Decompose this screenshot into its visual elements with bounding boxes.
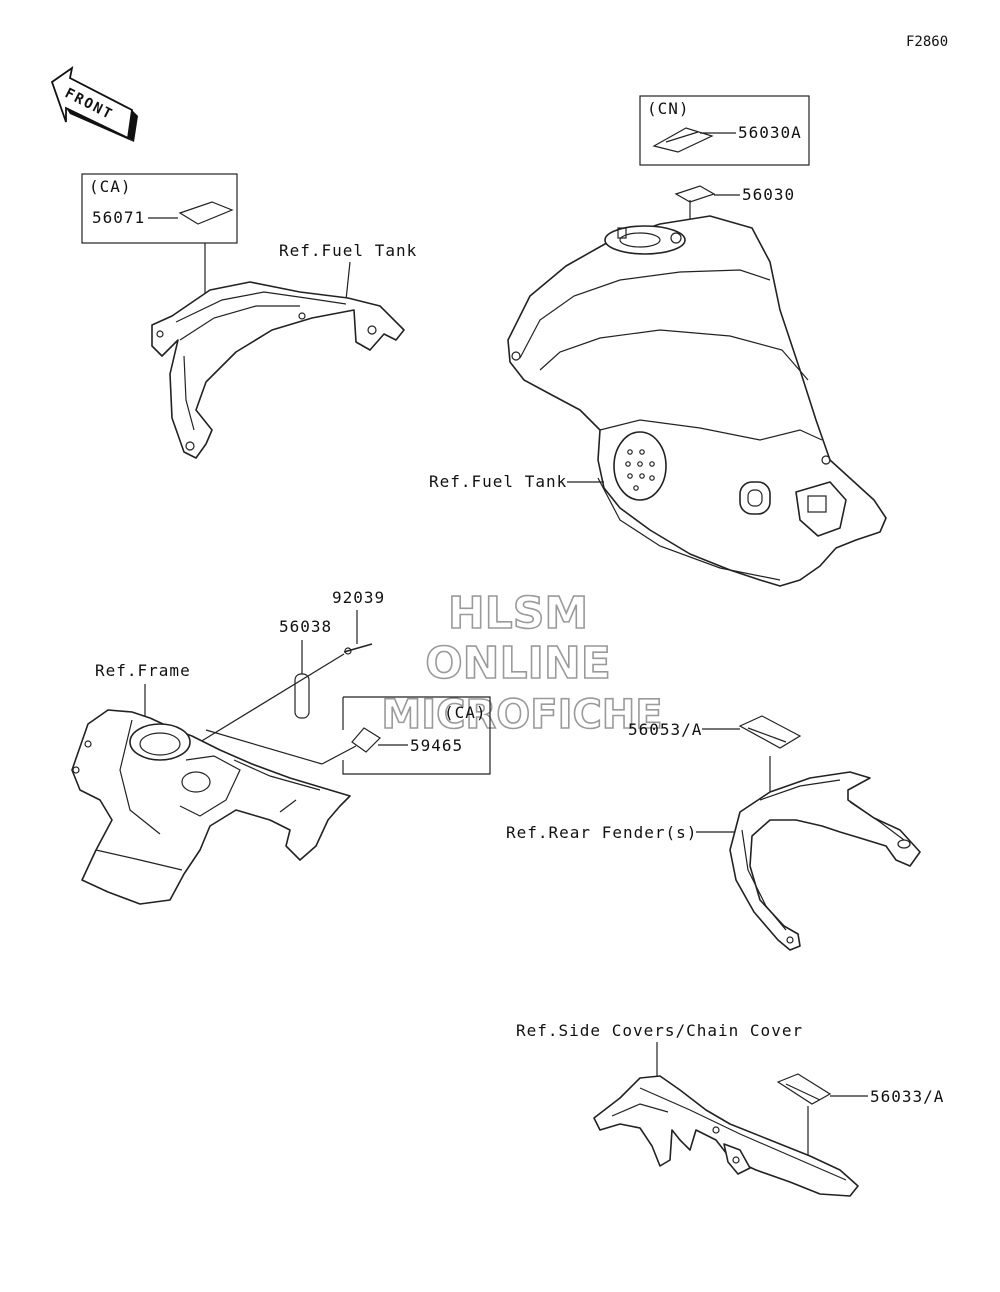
watermark-line-1: HLSM bbox=[448, 588, 588, 639]
ca-top-tag: (CA) bbox=[89, 177, 132, 196]
watermark-line-2: ONLINE bbox=[425, 638, 611, 689]
ca-mid-tag: (CA) bbox=[444, 703, 487, 722]
rear-fender-part bbox=[729, 771, 921, 951]
ref-frame: Ref.Frame bbox=[95, 661, 191, 680]
watermark: HLSM ONLINE MICROFICHE bbox=[381, 587, 664, 739]
chain-cover-part bbox=[593, 1075, 859, 1197]
part-56030: 56030 bbox=[742, 185, 795, 204]
rivet-92039-icon bbox=[343, 643, 373, 655]
callout-cn: (CN) 56030A bbox=[639, 95, 810, 166]
front-arrow-icon: FRONT bbox=[50, 65, 138, 142]
ca-mid-part-number: 59465 bbox=[410, 736, 463, 755]
ref-side-covers: Ref.Side Covers/Chain Cover bbox=[516, 1021, 803, 1040]
decal-icon bbox=[178, 201, 234, 225]
fuel-tank-part bbox=[507, 215, 887, 587]
ca-top-part-number: 56071 bbox=[92, 208, 145, 227]
ref-fuel-tank-top: Ref.Fuel Tank bbox=[279, 241, 417, 260]
decal-icon bbox=[652, 127, 714, 153]
cn-part-number: 56030A bbox=[738, 123, 802, 142]
ref-fuel-tank-mid: Ref.Fuel Tank bbox=[429, 472, 567, 491]
part-56053A: 56053/A bbox=[628, 720, 702, 739]
part-92039: 92039 bbox=[332, 588, 385, 607]
plate-56038-icon bbox=[294, 673, 310, 719]
frame-part bbox=[71, 709, 351, 905]
decal-56033A-icon bbox=[776, 1073, 832, 1105]
figure-code: F2860 bbox=[906, 34, 948, 50]
cn-tag: (CN) bbox=[647, 99, 690, 118]
decal-56053A-icon bbox=[738, 715, 802, 749]
decal-59465-icon bbox=[351, 727, 381, 753]
part-56033A: 56033/A bbox=[870, 1087, 944, 1106]
decal-56030-icon bbox=[674, 185, 716, 203]
callout-ca-mid: (CA) 59465 bbox=[342, 696, 491, 775]
fuel-tank-cover-part bbox=[151, 281, 405, 459]
fuel-pump-holes bbox=[625, 449, 655, 491]
callout-ca-top: (CA) 56071 bbox=[81, 173, 238, 312]
ref-rear-fender: Ref.Rear Fender(s) bbox=[506, 823, 697, 842]
part-56038: 56038 bbox=[279, 617, 332, 636]
watermark-line-3: MICROFICHE bbox=[381, 692, 662, 738]
